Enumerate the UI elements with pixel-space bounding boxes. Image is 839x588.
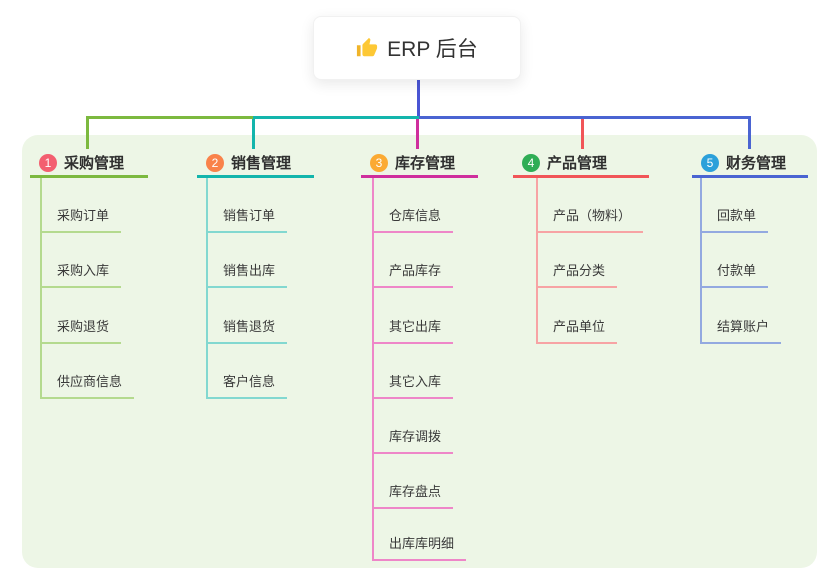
root-node[interactable]: ERP 后台 (313, 16, 521, 80)
child-node-label: 出库库明细 (389, 536, 455, 551)
branch-5-number-badge: 5 (701, 153, 719, 172)
branch-3-number-badge: 3 (370, 153, 388, 172)
thumbs-up-icon (357, 37, 378, 57)
branch-4-drop-line (581, 119, 584, 149)
root-node-label: ERP 后台 (387, 38, 478, 61)
child-node-label: 供应商信息 (57, 374, 123, 389)
child-node[interactable]: 采购退货 (40, 316, 122, 344)
child-node-label: 客户信息 (223, 374, 276, 389)
child-node[interactable]: 回款单 (700, 205, 769, 233)
child-node[interactable]: 客户信息 (206, 371, 288, 399)
child-node[interactable]: 库存调拨 (372, 426, 454, 454)
branch-5-title: 财务管理 (726, 155, 787, 172)
child-node-label: 其它入库 (389, 374, 442, 389)
branch-1-number-badge: 1 (39, 153, 57, 172)
child-node[interactable]: 其它出库 (372, 316, 454, 344)
branch-3-children-line (372, 178, 374, 559)
branch-4-title: 产品管理 (547, 155, 608, 172)
child-node[interactable]: 采购入库 (40, 260, 122, 288)
child-node-label: 仓库信息 (389, 208, 442, 223)
child-node-label: 采购退货 (57, 319, 110, 334)
branch-3-title: 库存管理 (395, 155, 456, 172)
child-node-label: 回款单 (717, 208, 757, 223)
child-node[interactable]: 仓库信息 (372, 205, 454, 233)
child-node-label: 结算账户 (717, 319, 770, 334)
branch-5-drop-line (748, 116, 751, 149)
child-node[interactable]: 产品库存 (372, 260, 454, 288)
child-node[interactable]: 库存盘点 (372, 481, 454, 509)
root-stem-line (417, 80, 420, 119)
child-node[interactable]: 结算账户 (700, 316, 782, 344)
branch-1-header[interactable]: 1 采购管理 (30, 150, 148, 178)
branch-2-header[interactable]: 2 销售管理 (197, 150, 314, 178)
child-node-label: 销售退货 (223, 319, 276, 334)
child-node[interactable]: 付款单 (700, 260, 769, 288)
child-node-label: 其它出库 (389, 319, 442, 334)
branch-1-drop-line (86, 116, 89, 149)
branch-1-title: 采购管理 (64, 155, 125, 172)
branch-5-children-line (700, 178, 702, 342)
branch-2-drop-line (252, 119, 255, 149)
branch-4-children-line (536, 178, 538, 342)
child-node-label: 销售出库 (223, 263, 276, 278)
branch-2-number-badge: 2 (206, 153, 224, 172)
connector-horizontal-teal-line (253, 116, 419, 119)
child-node[interactable]: 产品单位 (536, 316, 618, 344)
child-node-label: 销售订单 (223, 208, 276, 223)
connector-horizontal-green-line (86, 116, 253, 119)
child-node-label: 采购入库 (57, 263, 110, 278)
child-node[interactable]: 销售退货 (206, 316, 288, 344)
branch-3-drop-line (416, 119, 419, 149)
branch-2-title: 销售管理 (231, 155, 292, 172)
child-node-label: 产品库存 (389, 263, 442, 278)
child-node[interactable]: 采购订单 (40, 205, 122, 233)
child-node-label: 付款单 (717, 263, 757, 278)
child-node[interactable]: 供应商信息 (40, 371, 135, 399)
child-node-label: 库存调拨 (389, 429, 442, 444)
child-node[interactable]: 出库库明细 (372, 533, 467, 561)
child-node[interactable]: 产品（物料） (536, 205, 644, 233)
child-node[interactable]: 销售出库 (206, 260, 288, 288)
branch-5-header[interactable]: 5 财务管理 (692, 150, 808, 178)
branch-4-header[interactable]: 4 产品管理 (513, 150, 649, 178)
child-node[interactable]: 产品分类 (536, 260, 618, 288)
branch-3-header[interactable]: 3 库存管理 (361, 150, 478, 178)
child-node[interactable]: 其它入库 (372, 371, 454, 399)
child-node-label: 产品单位 (553, 319, 606, 334)
mindmap-background-panel (22, 135, 817, 568)
child-node[interactable]: 销售订单 (206, 205, 288, 233)
child-node-label: 产品（物料） (553, 208, 632, 223)
child-node-label: 库存盘点 (389, 484, 442, 499)
connector-horizontal-blue-line (419, 116, 751, 119)
child-node-label: 采购订单 (57, 208, 110, 223)
child-node-label: 产品分类 (553, 263, 606, 278)
branch-4-number-badge: 4 (522, 153, 540, 172)
